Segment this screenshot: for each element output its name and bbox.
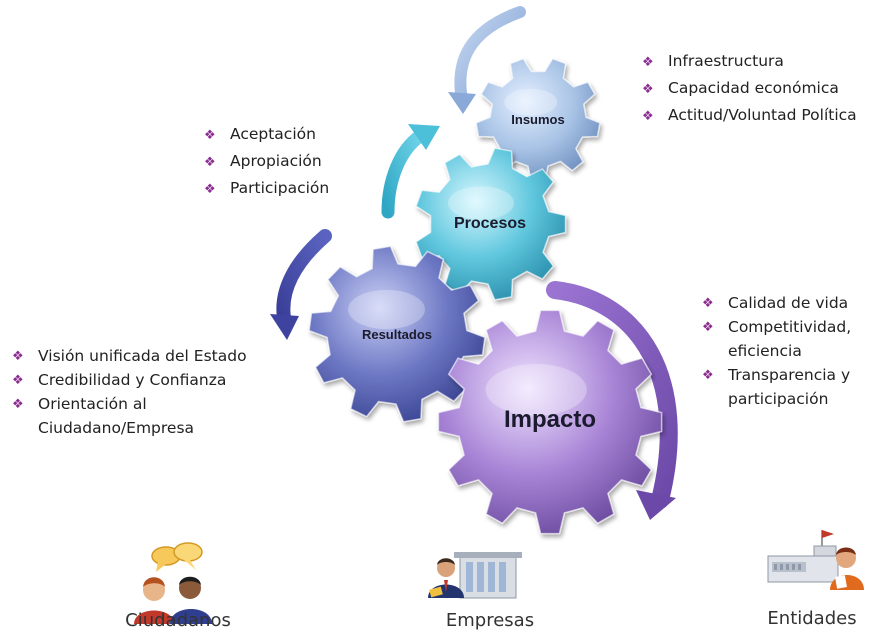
gear-impacto: [437, 309, 663, 535]
diamond-bullet-icon: ❖: [702, 296, 714, 311]
cycle-arrow-purple: [546, 281, 678, 509]
gear-impacto-highlight: [485, 364, 587, 416]
impacto-bullet-text: Calidad de vida: [728, 294, 849, 312]
diamond-bullet-icon: ❖: [12, 397, 24, 412]
two-people-talking-icon: [134, 542, 212, 624]
cycle-arrow-purple-head: [636, 490, 676, 520]
resultados-bullet-item: ❖ Orientación al: [12, 392, 292, 416]
cycle-arrow-blue-head: [270, 314, 299, 340]
government-building-official-icon: [767, 530, 864, 590]
cycle-arrow-blue: [276, 229, 332, 325]
insumos-bullet-text: Infraestructura: [668, 52, 784, 70]
gear-procesos: [415, 147, 567, 301]
procesos-bullet-list: ❖ Aceptación ❖ Apropiación ❖ Participación: [204, 121, 329, 202]
insumos-bullet-list: ❖ Infraestructura ❖ Capacidad económica ❖ Act…: [642, 48, 857, 129]
gear-label-insumos: Insumos: [511, 112, 564, 127]
resultados-bullet-list: ❖ Visión unificada del Estado ❖ Credibilida…: [12, 344, 292, 440]
diamond-bullet-icon: ❖: [702, 368, 714, 383]
cycle-arrow-top-head: [448, 92, 476, 114]
impacto-bullet-text: eficiencia: [728, 342, 802, 360]
diamond-bullet-icon: ❖: [204, 128, 216, 143]
impacto-bullet-text: Competitividad,: [728, 318, 852, 336]
impacto-bullet-item: ❖ Transparencia y: [702, 363, 892, 387]
diamond-bullet-icon: ❖: [702, 320, 714, 335]
insumos-bullet-item: ❖ Actitud/Voluntad Política: [642, 102, 857, 129]
resultados-bullet-text: Orientación al: [38, 395, 147, 413]
diamond-bullet-icon: ❖: [12, 349, 24, 364]
diamond-bullet-icon: ❖: [642, 55, 654, 70]
insumos-bullet-item: ❖ Capacidad económica: [642, 75, 857, 102]
impacto-bullet-item: participación: [702, 387, 892, 411]
gear-procesos-highlight: [448, 186, 514, 220]
impacto-bullet-text: Transparencia y: [728, 366, 851, 384]
gear-resultados: [308, 245, 486, 423]
resultados-bullet-text: Visión unificada del Estado: [38, 347, 247, 365]
diamond-bullet-icon: ❖: [12, 373, 24, 388]
cycle-arrow-top: [454, 6, 526, 106]
resultados-bullet-text: Credibilidad y Confianza: [38, 371, 227, 389]
diamond-bullet-icon: ❖: [642, 109, 654, 124]
impacto-bullet-item: ❖ Competitividad,: [702, 315, 892, 339]
resultados-bullet-text: Ciudadano/Empresa: [38, 419, 195, 437]
impacto-bullet-text: participación: [728, 390, 829, 408]
diamond-bullet-icon: ❖: [204, 155, 216, 170]
insumos-bullet-text: Capacidad económica: [668, 79, 839, 97]
insumos-bullet-item: ❖ Infraestructura: [642, 48, 857, 75]
procesos-bullet-item: ❖ Apropiación: [204, 148, 329, 175]
insumos-bullet-text: Actitud/Voluntad Política: [668, 106, 857, 124]
gear-resultados-highlight: [348, 289, 425, 330]
group-label-empresas: Empresas: [445, 610, 535, 631]
procesos-bullet-item: ❖ Participación: [204, 175, 329, 202]
procesos-bullet-item: ❖ Aceptación: [204, 121, 329, 148]
procesos-bullet-text: Participación: [230, 179, 330, 197]
group-label-ciudadanos: Ciudadanos: [125, 610, 231, 631]
impacto-bullet-item: eficiencia: [702, 339, 892, 363]
cycle-arrow-cyan: [381, 129, 427, 219]
impacto-bullet-item: ❖ Calidad de vida: [702, 291, 892, 315]
impacto-bullet-list: ❖ Calidad de vida ❖ Competitividad, eficienc…: [702, 291, 892, 411]
group-label-entidades: Entidades: [767, 608, 857, 629]
resultados-bullet-item: ❖ Credibilidad y Confianza: [12, 368, 292, 392]
procesos-bullet-text: Apropiación: [230, 152, 322, 170]
gear-label-procesos: Procesos: [454, 215, 526, 232]
businessman-building-icon: [428, 552, 522, 599]
gear-insumos-highlight: [504, 88, 558, 116]
gear-label-resultados: Resultados: [362, 327, 432, 342]
cycle-arrow-cyan-head: [408, 124, 440, 150]
procesos-bullet-text: Aceptación: [230, 125, 316, 143]
resultados-bullet-item: ❖ Visión unificada del Estado: [12, 344, 292, 368]
resultados-bullet-item: Ciudadano/Empresa: [12, 416, 292, 440]
diamond-bullet-icon: ❖: [204, 182, 216, 197]
diamond-bullet-icon: ❖: [642, 82, 654, 97]
gear-label-impacto: Impacto: [504, 406, 596, 433]
